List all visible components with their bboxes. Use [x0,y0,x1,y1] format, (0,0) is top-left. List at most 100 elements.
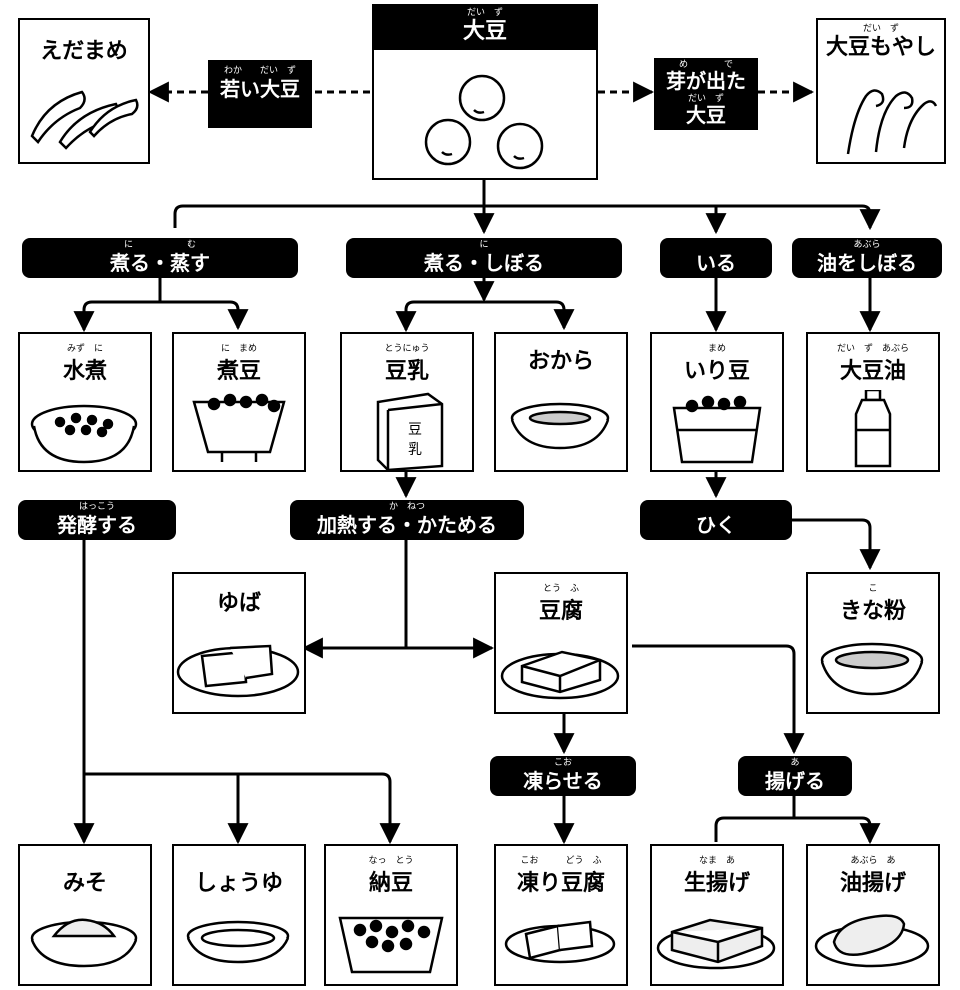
koridofu-name: 凍り豆腐 [516,871,605,896]
arrow-hiku-kinako [790,518,881,571]
miso-name: みそ [62,871,107,896]
mizuni-box: みず に 水煮 [18,332,152,472]
root-soybean-box: だい ず 大豆 [372,4,598,180]
aburaage-plate-icon [814,914,930,968]
aburaage-ruby: あぶら あ [850,856,896,866]
shoyu-name: しょうゆ [194,871,283,896]
niru-musu-ruby: に む [123,240,196,250]
mizuni-name: 水煮 [62,359,107,384]
natto-box: なっ とう 納豆 [324,844,458,986]
moyashi-name: 大豆もやし [825,35,936,60]
kanetsu-ruby: か ねつ [388,502,425,512]
irimame-ruby: まめ [707,344,726,354]
process-kanetsu: か ねつ 加熱する・かためる [290,500,524,540]
arrow-hakko-split [73,540,401,845]
shoyu-box: しょうゆ [172,844,306,986]
process-abura-shiboru: あぶら 油をしぼる [792,238,942,278]
daizuyu-box: だい ず あぶら 大豆油 [806,332,940,472]
root-title-bar: だい ず 大豆 [374,6,596,50]
root-ruby: だい ず [466,8,503,18]
daizuyu-name: 大豆油 [839,359,906,384]
svg-text:豆: 豆 [408,422,422,438]
sprout-ruby2: だい ず [687,94,724,104]
koridofu-ruby: こお どう ふ [520,856,602,866]
natto-ruby: なっ とう [368,856,414,866]
kinako-ruby: こ [868,584,878,594]
abura-shiboru-name: 油をしぼる [817,251,917,275]
hiku-name: ひく [696,513,736,537]
nimame-name: 煮豆 [216,359,261,384]
young-soybean-label: わか だい ず 若い大豆 [208,60,312,128]
arrow-niru-musu-split [73,278,249,333]
namaage-name: 生揚げ [683,871,750,896]
oil-bottle-icon [854,390,892,468]
svg-text:乳: 乳 [408,442,422,458]
boiled-beans-bowl-icon [30,404,138,464]
edamame-box: えだまめ [18,18,150,164]
kinako-box: こ きな粉 [806,572,940,714]
arrow-tofu-ageru [632,644,805,755]
mizuni-ruby: みず に [66,344,103,354]
process-koraseru: こお 凍らせる [490,756,636,796]
miso-dish-icon [30,918,138,968]
edamame-name: えだまめ [40,39,128,64]
koraseru-ruby: こお [553,758,572,768]
nimame-box: に まめ 煮豆 [172,332,306,472]
hakko-name: 発酵する [57,513,137,537]
ageru-ruby: あ [790,758,800,768]
irimame-box: まめ いり豆 [650,332,784,472]
natto-name: 納豆 [368,871,413,896]
arrow-kanetsu-yuba-tofu [301,540,495,659]
aburaage-box: あぶら あ 油揚げ [806,844,940,986]
iru-name: いる [696,251,736,275]
edamame-pods-icon [30,90,139,150]
soymilk-carton-icon: 豆 乳 [376,392,444,472]
root-name: 大豆 [462,19,507,44]
koraseru-name: 凍らせる [523,769,603,793]
namaage-box: なま あ 生揚げ [650,844,784,986]
yuba-box: ゆば [172,572,306,714]
process-niru-shiboru: に 煮る・しぼる [346,238,622,278]
yuba-name: ゆば [216,591,261,616]
yuba-plate-icon [176,644,300,698]
niru-shiboru-name: 煮る・しぼる [424,251,544,275]
process-ageru: あ 揚げる [738,756,852,796]
niru-shiboru-ruby: に [479,240,489,250]
okara-box: おから [494,332,628,472]
process-niru-musu: に む 煮る・蒸す [22,238,298,278]
tofu-plate-icon [500,650,620,700]
young-name: 若い大豆 [220,77,300,101]
natto-container-icon [338,916,444,974]
roasted-beans-masu-icon [672,395,762,464]
koridofu-box: こお どう ふ 凍り豆腐 [494,844,628,986]
process-hiku: ひく [640,500,792,540]
bean-sprouts-icon [846,89,938,155]
soybeans-icon [424,74,544,170]
ageru-name: 揚げる [765,769,825,793]
daizuyu-ruby: だい ず あぶら [836,344,909,354]
kinako-name: きな粉 [839,599,906,624]
kanetsu-name: 加熱する・かためる [317,513,497,537]
hakko-ruby: はっこう [78,502,115,512]
soy-sauce-dish-icon [186,920,290,964]
arrow-ageru-split [714,796,881,845]
namaage-plate-icon [656,918,776,970]
sprouted-soybean-label: め で 芽が出た だい ず 大豆 [654,58,758,130]
process-iru: いる [660,238,772,278]
tofu-ruby: とう ふ [542,584,579,594]
tonyu-name: 豆乳 [384,359,429,384]
nimame-ruby: に まめ [220,344,257,354]
tofu-box: とう ふ 豆腐 [494,572,628,714]
sprout-name2: 大豆 [686,103,726,127]
tonyu-ruby: とうにゅう [384,344,430,354]
okara-dish-icon [510,402,610,450]
simmered-beans-bowl-icon [192,393,286,462]
arrow-niru-shiboru-split [395,278,575,333]
miso-box: みそ [18,844,152,986]
moyashi-box: だい ず 大豆もやし [816,18,946,164]
process-hakko: はっこう 発酵する [18,500,176,540]
koridofu-plate-icon [504,920,616,964]
kinako-bowl-icon [820,642,924,696]
